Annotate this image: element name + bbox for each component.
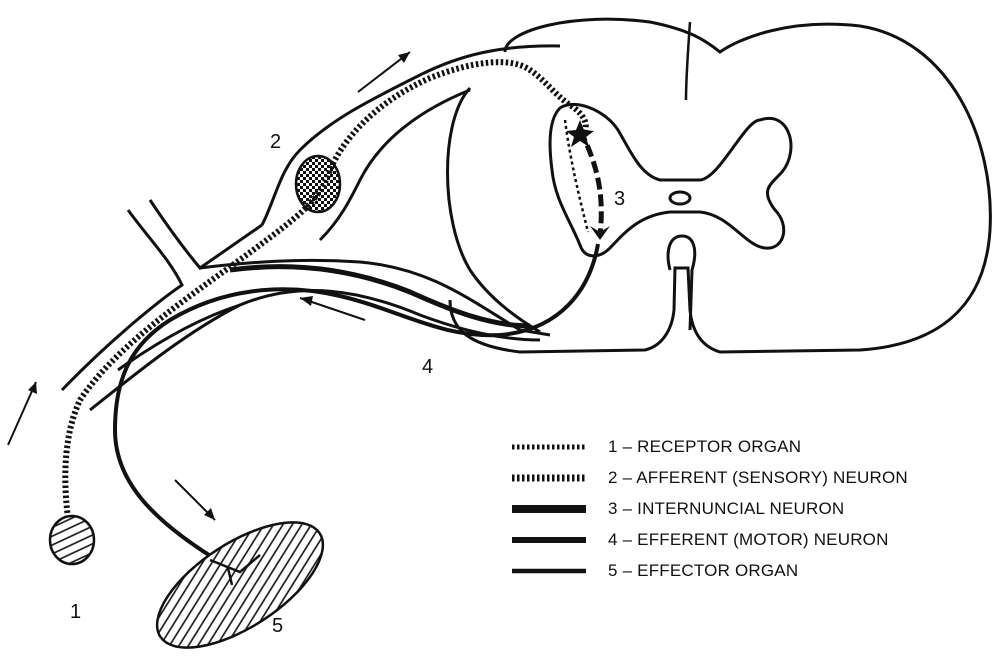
legend-text-afferent: 2 – AFFERENT (SENSORY) NEURON	[608, 468, 908, 488]
label-receptor: 1	[70, 601, 81, 623]
legend: 1 – RECEPTOR ORGAN 2 – AFFERENT (SENSORY…	[512, 431, 908, 586]
legend-text-internuncial: 3 – INTERNUNCIAL NEURON	[608, 499, 844, 519]
legend-text-effector: 5 – EFFECTOR ORGAN	[608, 561, 798, 581]
legend-text-receptor: 1 – RECEPTOR ORGAN	[608, 437, 801, 457]
label-efferent: 4	[422, 356, 433, 378]
arrow-up-right	[358, 52, 410, 92]
legend-text-efferent: 4 – EFFERENT (MOTOR) NEURON	[608, 530, 889, 550]
label-afferent: 2	[270, 131, 281, 153]
synapse-terminal	[590, 226, 610, 240]
legend-swatch-thin-solid	[512, 564, 586, 578]
internuncial-neuron-path	[580, 130, 601, 235]
legend-row-internuncial: 3 – INTERNUNCIAL NEURON	[512, 493, 908, 524]
spinal-nerve-upper	[62, 210, 182, 390]
legend-swatch-thick-solid	[512, 502, 586, 516]
spinal-nerve-lower	[90, 291, 540, 410]
legend-row-efferent: 4 – EFFERENT (MOTOR) NEURON	[512, 524, 908, 555]
legend-row-effector: 5 – EFFECTOR ORGAN	[512, 555, 908, 586]
arrow-up-left	[8, 382, 37, 445]
legend-swatch-medium-solid	[512, 533, 586, 547]
effector-organ	[137, 498, 342, 661]
legend-swatch-coarse-dots	[512, 471, 586, 485]
legend-swatch-fine-dots	[512, 440, 586, 454]
legend-row-receptor: 1 – RECEPTOR ORGAN	[512, 431, 908, 462]
dorsal-root-ganglion	[296, 156, 340, 212]
arrow-down-right	[175, 480, 215, 520]
receptor-organ	[50, 516, 94, 564]
label-effector: 5	[272, 615, 283, 637]
central-canal	[670, 192, 690, 204]
label-internuncial: 3	[614, 188, 625, 210]
legend-row-afferent: 2 – AFFERENT (SENSORY) NEURON	[512, 462, 908, 493]
efferent-neuron-inner	[230, 267, 530, 326]
internuncial-star	[566, 120, 594, 147]
